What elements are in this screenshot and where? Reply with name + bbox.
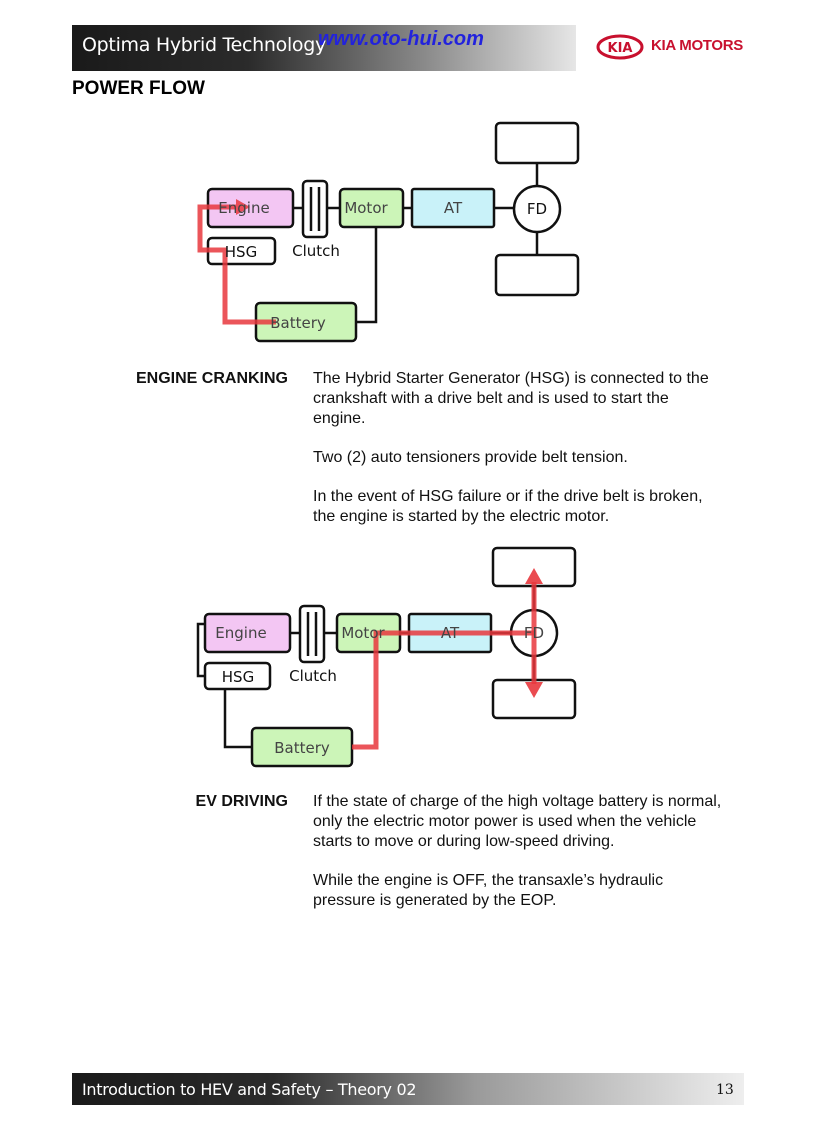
at-label: AT (444, 199, 463, 217)
fd-circle (512, 184, 562, 234)
hsg-label: HSG (222, 668, 254, 686)
battery-label: Battery (274, 739, 330, 757)
footer-title: Introduction to HEV and Safety – Theory … (82, 1080, 417, 1099)
battery-label: Battery (270, 314, 326, 332)
flow-arrowhead-up (525, 568, 543, 584)
engine-box (203, 612, 292, 654)
header-url-link[interactable]: www.oto-hui.com (318, 28, 484, 50)
motor-label: Motor (341, 624, 385, 642)
motor-box (338, 187, 405, 229)
flow-arrowhead (236, 199, 250, 215)
header-title: Optima Hybrid Technology (82, 34, 326, 56)
section-paragraph: Two (2) auto tensioners provide belt ten… (313, 449, 628, 466)
fd-label: FD (527, 200, 547, 218)
section-label-ev-driving: EV DRIVING (195, 793, 288, 810)
kia-logo: KIA (596, 34, 644, 60)
clutch-icon (301, 179, 329, 239)
section-label-engine-cranking: ENGINE CRANKING (135, 370, 288, 387)
hsg-label: HSG (225, 243, 257, 261)
wheel-bottom (494, 253, 580, 297)
engine-label: Engine (218, 199, 269, 217)
power-flow-arrow (352, 630, 534, 750)
clutch-label: Clutch (292, 242, 340, 260)
section-paragraph: In the event of HSG failure or if the dr… (313, 488, 703, 525)
section-paragraph: The Hybrid Starter Generator (HSG) is co… (313, 370, 709, 427)
header-bar (72, 25, 576, 71)
engine-cranking-diagram: Engine HSG Clutch Motor AT FD Battery (197, 121, 580, 343)
power-flow-arrow (197, 204, 276, 325)
flow-arrowhead-down (525, 682, 543, 698)
section-paragraph: While the engine is OFF, the transaxle’s… (313, 872, 664, 909)
at-label: AT (441, 624, 460, 642)
wheel-top (494, 121, 580, 165)
page-title: POWER FLOW (72, 78, 205, 99)
clutch-icon (298, 604, 326, 664)
brand-name: KIA MOTORS (651, 37, 744, 54)
engine-label: Engine (215, 624, 266, 642)
hsg-box (203, 661, 272, 691)
at-box (410, 187, 496, 229)
ev-driving-diagram: Engine HSG Clutch Motor AT FD Battery (196, 546, 577, 768)
motor-label: Motor (344, 199, 388, 217)
clutch-label: Clutch (289, 667, 337, 685)
footer-bar (72, 1073, 744, 1105)
fd-label: FD (524, 624, 544, 642)
kia-logo-mark: KIA (608, 41, 633, 56)
section-paragraph: If the state of charge of the high volta… (313, 793, 722, 850)
page-number: 13 (716, 1082, 734, 1098)
